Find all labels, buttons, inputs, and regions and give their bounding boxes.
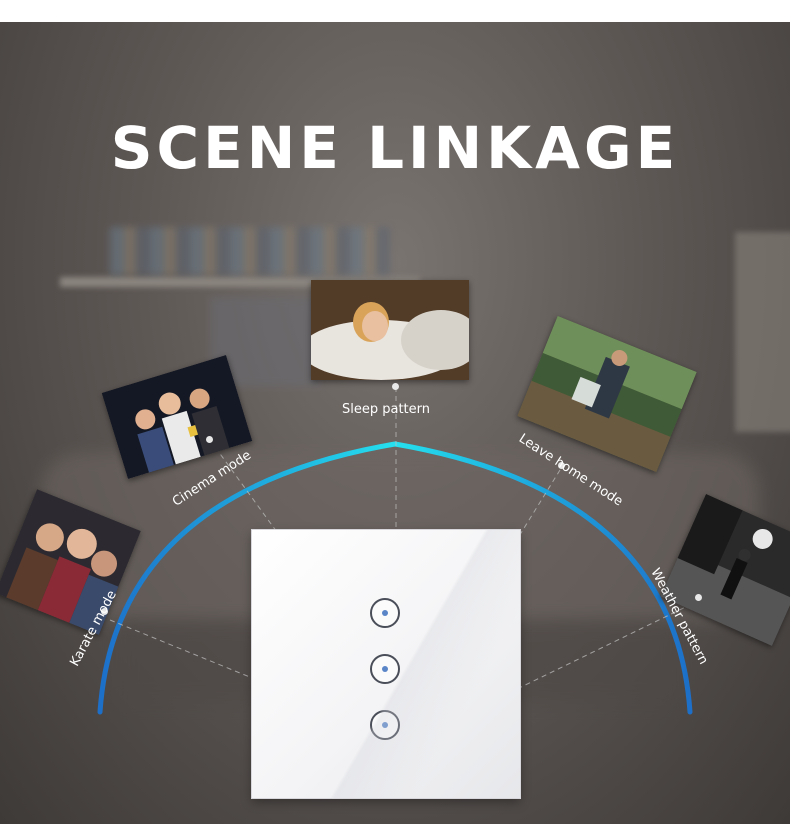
sleep-pattern-label: Sleep pattern (342, 402, 431, 417)
bg-wall-frame (735, 232, 790, 432)
leave-home-photo (517, 315, 697, 473)
touch-button-1[interactable] (370, 598, 400, 628)
connector-cinema (209, 439, 291, 551)
sleep-photo (311, 280, 469, 380)
page-title: SCENE LINKAGE (110, 114, 680, 182)
weather-dot (695, 594, 702, 601)
scene-background: SCENE LINKAGE (0, 22, 790, 824)
touch-button-3[interactable] (370, 710, 400, 740)
cinema-dot (206, 436, 213, 443)
bg-books (110, 227, 390, 275)
karate-photo (0, 489, 141, 635)
karate-dot (101, 608, 108, 615)
touch-button-2[interactable] (370, 654, 400, 684)
touch-switch-panel (252, 530, 520, 798)
bg-shelf (60, 277, 420, 287)
leave-home-dot (558, 462, 565, 469)
sleep-dot (392, 383, 399, 390)
connector-karate (109, 619, 263, 683)
weather-photo (660, 494, 790, 646)
cinema-photo (101, 354, 253, 480)
connector-weather (514, 599, 701, 691)
arc-path (97, 441, 693, 715)
